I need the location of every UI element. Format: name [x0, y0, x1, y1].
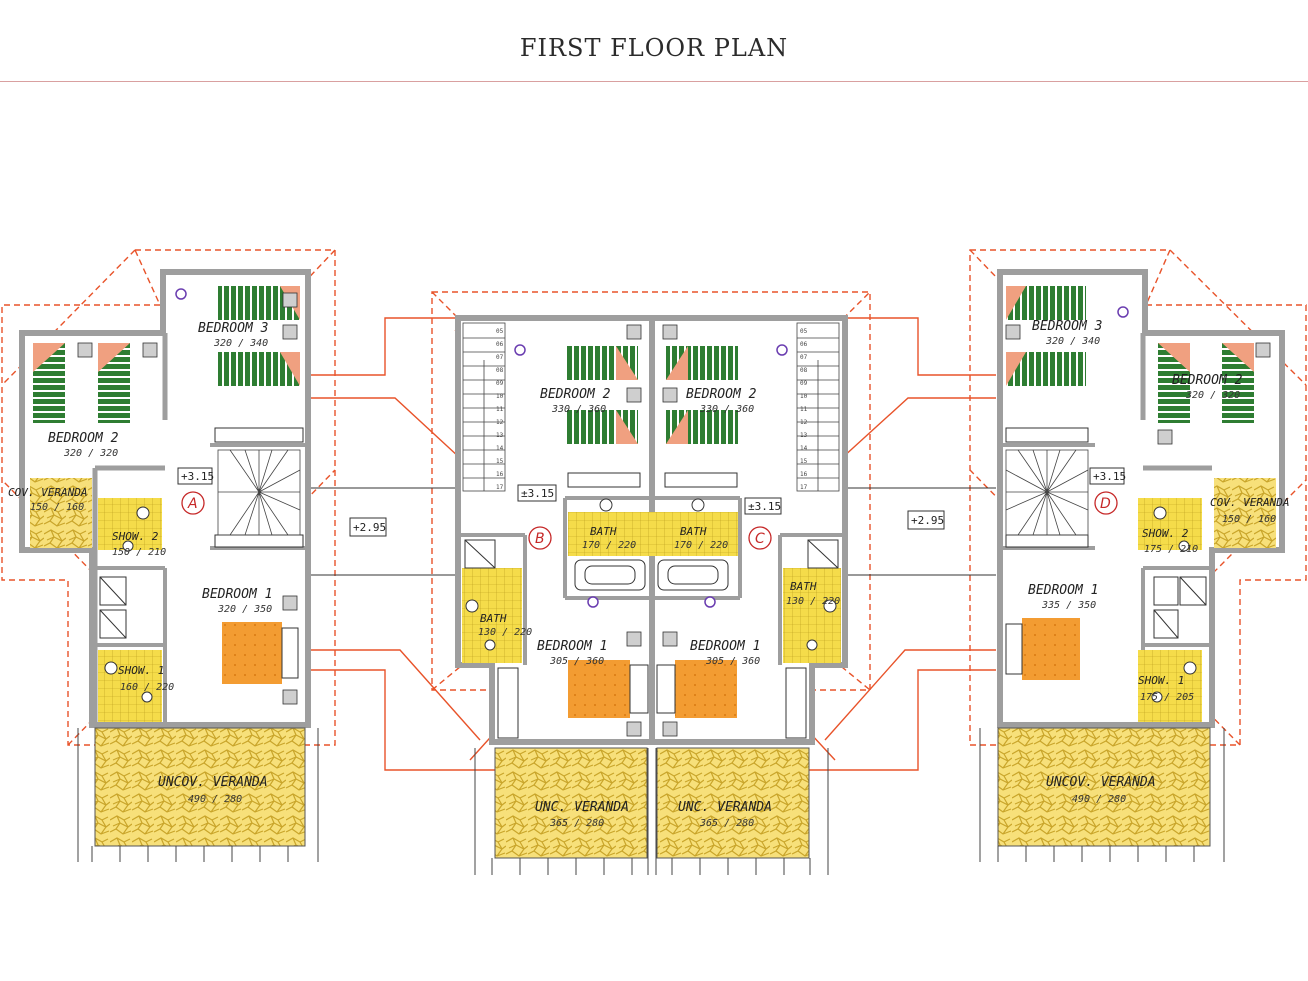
room-dims: 305 / 360 — [705, 656, 760, 667]
stair-step-number: 14 — [800, 445, 808, 452]
room-dims: 130 / 220 — [478, 627, 532, 638]
level-marker: +3.15 — [1093, 470, 1126, 483]
room-label: BEDROOM 2 — [540, 387, 611, 402]
room-label: UNCOV. VERANDA — [1046, 775, 1156, 790]
room-label: BEDROOM 1 — [1028, 583, 1098, 598]
link-lines — [308, 487, 996, 576]
stair-step-number: 15 — [800, 458, 808, 465]
room-dims: 320 / 350 — [217, 604, 272, 615]
stair-step-number: 14 — [496, 445, 504, 452]
stair-step-number: 12 — [800, 419, 808, 426]
room-dims: 490 / 280 — [1072, 794, 1126, 805]
stair-step-number: 17 — [496, 484, 504, 491]
room-label: BEDROOM 1 — [537, 639, 607, 654]
unit-label: D — [1100, 496, 1111, 512]
room-dims: 330 / 360 — [551, 404, 606, 415]
unit-d — [979, 269, 1285, 862]
stair-step-number: 07 — [496, 354, 504, 361]
room-label: UNC. VERANDA — [535, 800, 629, 815]
room-label: BATH — [590, 525, 617, 538]
room-label: BATH — [790, 580, 817, 593]
room-dims: 320 / 340 — [1045, 336, 1100, 347]
room-label: UNCOV. VERANDA — [158, 775, 268, 790]
stair-step-number: 06 — [496, 341, 504, 348]
stair-step-number: 10 — [800, 393, 808, 400]
roof-level-left: +2.95 — [353, 521, 386, 534]
stair-step-number: 11 — [496, 406, 504, 413]
level-marker: ±3.15 — [521, 487, 554, 500]
room-dims: 170 / 220 — [674, 540, 728, 551]
stair-step-number: 17 — [800, 484, 808, 491]
stair-step-number: 05 — [496, 328, 504, 335]
room-dims: 365 / 280 — [699, 818, 754, 829]
stair-numbers: 05 06 07 08 09 10 11 12 13 14 15 16 17 05 06 07 08 09 10 11… — [496, 328, 808, 491]
unit-label: A — [187, 496, 198, 512]
room-label: BEDROOM 1 — [202, 587, 272, 602]
stair-step-number: 08 — [800, 367, 808, 374]
stair-step-number: 13 — [496, 432, 504, 439]
room-dims: 160 / 220 — [120, 682, 174, 693]
stair-step-number: 05 — [800, 328, 808, 335]
room-label: BEDROOM 2 — [1172, 373, 1243, 388]
room-label: COV. VERANDA — [8, 486, 87, 499]
room-dims: 320 / 320 — [1185, 390, 1240, 401]
room-dims: 150 / 160 — [1222, 514, 1276, 525]
unit-a — [19, 269, 319, 862]
room-dims: 175 / 210 — [1144, 544, 1198, 555]
room-label: BEDROOM 3 — [1032, 319, 1102, 334]
stair-step-number: 11 — [800, 406, 808, 413]
room-dims: 320 / 340 — [213, 338, 268, 349]
stair-step-number: 10 — [496, 393, 504, 400]
room-label: UNC. VERANDA — [678, 800, 772, 815]
unit-b-c — [455, 315, 848, 875]
stair-step-number: 16 — [496, 471, 504, 478]
room-dims: 490 / 280 — [188, 794, 242, 805]
page-title: FIRST FLOOR PLAN — [519, 34, 789, 62]
room-dims: 130 / 220 — [786, 596, 840, 607]
room-label: BATH — [480, 612, 507, 625]
level-marker: +3.15 — [181, 470, 214, 483]
room-dims: 150 / 210 — [112, 547, 166, 558]
room-label: BEDROOM 2 — [48, 431, 119, 446]
room-dims: 175 / 205 — [1140, 692, 1194, 703]
stair-step-number: 13 — [800, 432, 808, 439]
unit-label: C — [755, 531, 765, 547]
room-dims: 170 / 220 — [582, 540, 636, 551]
room-label: COV. VERANDA — [1210, 496, 1289, 509]
room-label: BEDROOM 3 — [198, 321, 268, 336]
roof-level-right: +2.95 — [911, 514, 944, 527]
stair-step-number: 09 — [800, 380, 808, 387]
title-divider — [0, 81, 1308, 82]
stair-step-number: 12 — [496, 419, 504, 426]
stair-step-number: 16 — [800, 471, 808, 478]
unit-label: B — [535, 531, 545, 547]
room-label: BATH — [680, 525, 707, 538]
room-label: BEDROOM 2 — [686, 387, 757, 402]
room-label: SHOW. 2 — [1142, 527, 1189, 540]
room-dims: 320 / 320 — [63, 448, 118, 459]
stair-step-number: 09 — [496, 380, 504, 387]
stair-step-number: 15 — [496, 458, 504, 465]
room-label: SHOW. 2 — [112, 530, 159, 543]
room-dims: 150 / 160 — [30, 502, 84, 513]
level-marker: ±3.15 — [748, 500, 781, 513]
room-dims: 365 / 280 — [549, 818, 604, 829]
room-label: BEDROOM 1 — [690, 639, 760, 654]
room-label: SHOW. 1 — [1138, 674, 1184, 687]
room-dims: 330 / 360 — [699, 404, 754, 415]
room-dims: 305 / 360 — [549, 656, 604, 667]
stair-step-number: 07 — [800, 354, 808, 361]
room-dims: 335 / 350 — [1041, 600, 1096, 611]
stair-step-number: 06 — [800, 341, 808, 348]
room-label: SHOW. 1 — [118, 664, 164, 677]
stair-step-number: 08 — [496, 367, 504, 374]
